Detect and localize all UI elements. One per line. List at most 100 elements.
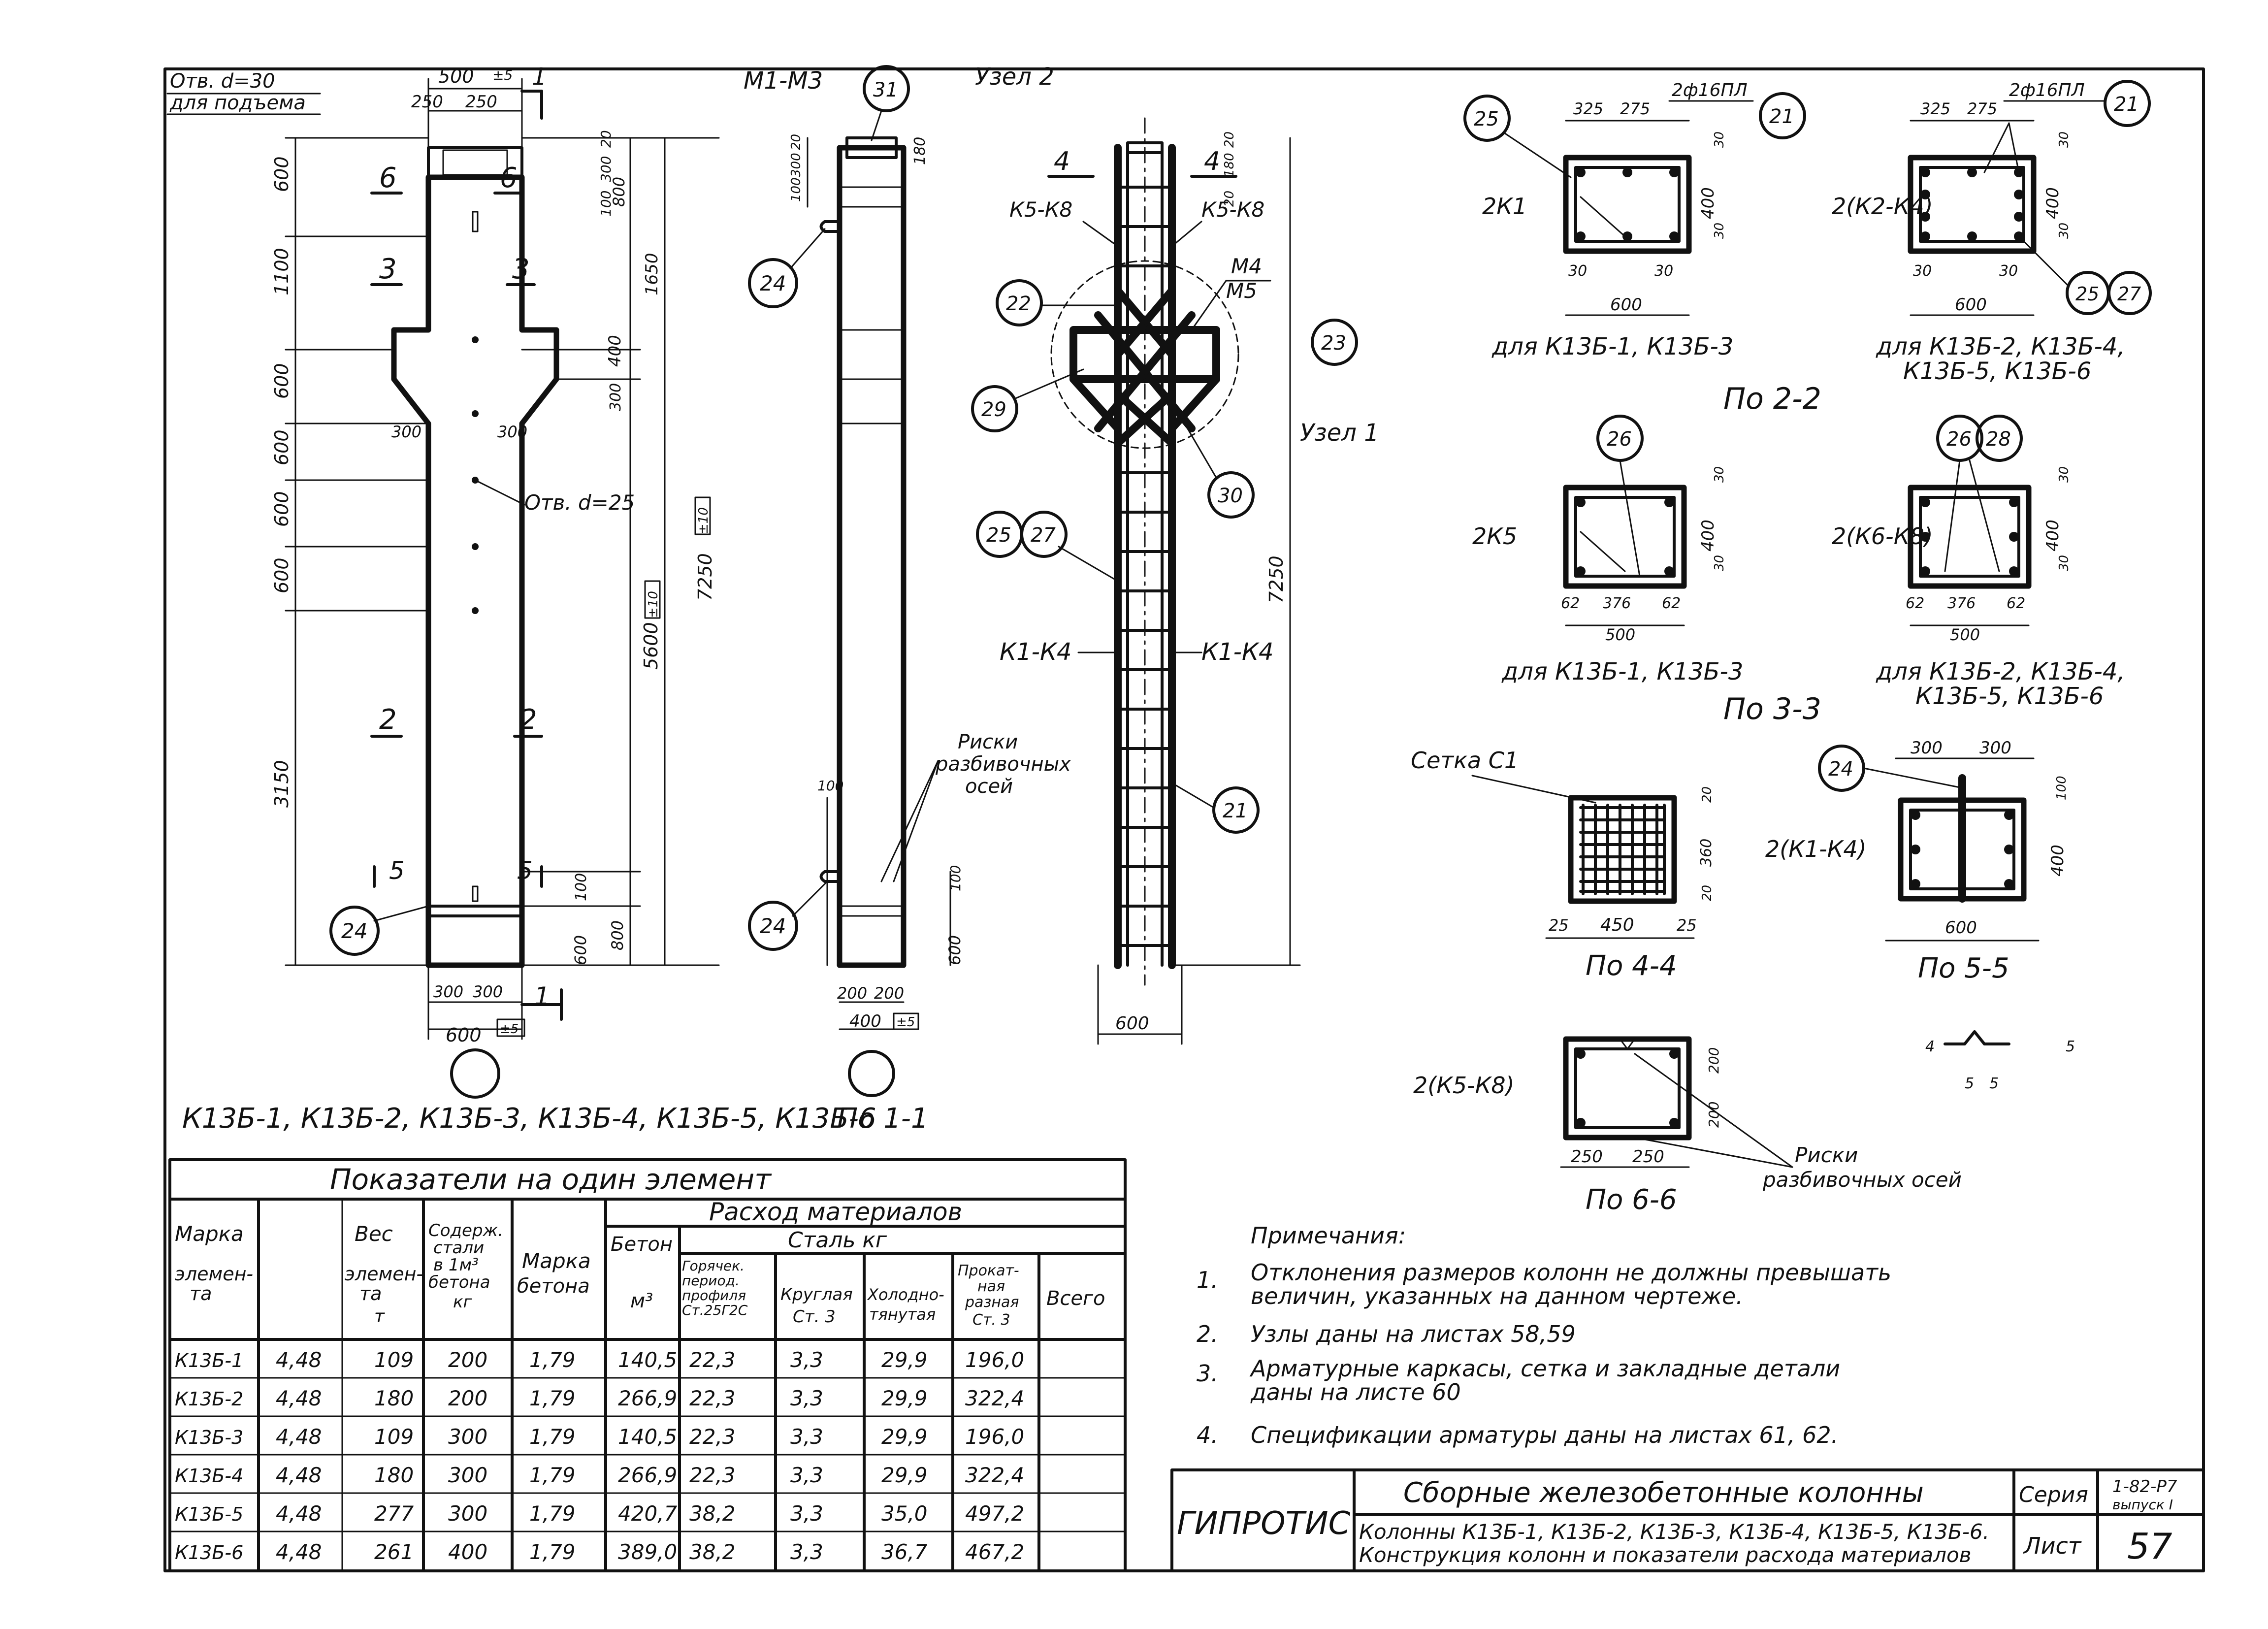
table-cell: 140,5 [618,1348,677,1372]
s22l-dim-400: 400 [1698,187,1718,219]
s33l-dim-30a: 30 [1712,466,1727,483]
s44-mesh [1579,804,1666,895]
dim-side-300: 300 [789,153,804,177]
balloon-24-side-bottom [748,901,798,951]
dim-right-400: 400 [605,335,625,367]
s66-detail-5a: 5 [2066,1038,2075,1055]
dim-side-tol: ±5 [896,1015,915,1030]
sheet-number: 57 [2127,1526,2172,1567]
s22r-rebar: 2ф16ПЛ [2009,80,2085,100]
s33l-dim-62b: 62 [1662,595,1681,612]
dim-left-600c: 600 [271,429,292,465]
table-cell: 38,2 [689,1540,736,1564]
balloon-29 [971,385,1018,432]
s22r-dim-275: 275 [1967,99,1997,118]
s66-detail-5b: 5 [1965,1075,1974,1092]
note-2-num: 2. [1197,1321,1218,1347]
dim-bottom-300a: 300 [433,982,463,1001]
hdr-steel-4: бетона [428,1272,490,1292]
table-cell: 467,2 [965,1540,1024,1564]
hole-mid-note: Отв. d=25 [524,490,635,515]
s22l-outline [1563,155,1692,254]
section-3-left: 3 [379,253,397,285]
s44-outline [1568,795,1677,904]
elevation-view: 600 1100 600 600 600 600 3150 500 ±5 250… [182,63,876,1135]
dim-right-300: 300 [598,156,614,182]
s66-dim-250b: 250 [1632,1147,1664,1167]
balloon-29-text: 29 [981,398,1006,421]
s66-dim-250a: 250 [1571,1147,1603,1167]
side-view: 31 24 24 20 300 100 180 200 200 400 ±5 1… [748,65,1071,1135]
s33r-caption-2: К13Б-5, К13Б-6 [1915,683,2104,710]
dim-top-tol: ±5 [492,67,513,83]
desc-line1: Колонны К13Б-1, К13Б-2, К13Б-3, К13Б-4, … [1359,1520,1989,1544]
s22l-dim-600: 600 [1610,295,1642,315]
table-cell: 4,48 [276,1386,322,1410]
side-column [837,145,907,968]
table-cell: 29,9 [881,1425,928,1449]
dim-side-200a: 200 [837,984,867,1003]
s22r-dim-30a: 30 [2057,131,2072,148]
s66-note-1: Риски [1795,1143,1858,1167]
s22l-dim-30a: 30 [1712,131,1727,148]
table-cell: 109 [374,1348,414,1372]
s22l-dim-30c: 30 [1568,262,1587,280]
hdr-cold-1: Холодно- [867,1285,944,1304]
s33-balloon-26b-text: 26 [1946,428,1972,451]
table-cell: 4,48 [276,1540,322,1564]
s66-title: По 6-6 [1586,1184,1677,1216]
dim-right-tol-2: ±10 [696,507,711,534]
table-cell: 300 [448,1425,487,1449]
hdr-cold-2: тянутая [869,1305,936,1324]
balloon-21-cage-text: 21 [1223,800,1248,822]
s33r-dim-62b: 62 [2007,595,2025,612]
table-cell: 497,2 [965,1501,1024,1526]
section-5-5: 24 300 300 2(К1-К4) 100 400 600 По 5-5 [1765,738,2069,984]
s66-label: 2(К5-К8) [1413,1072,1515,1099]
note-3-num: 3. [1197,1360,1218,1387]
table-cell: 4,48 [276,1425,322,1449]
s33r-dim-30a: 30 [2057,466,2072,483]
table-cell-mark: К13Б-1 [175,1350,243,1371]
hdr-weight-3: та [359,1283,382,1304]
table-cell: 22,3 [689,1348,736,1372]
s55-label: 2(К1-К4) [1765,836,1867,862]
balloon-24-side-bottom-text: 24 [760,914,786,938]
table-cell: 22,3 [689,1425,736,1449]
hdr-round-2: Ст. 3 [793,1307,836,1327]
dim-bottom-600: 600 [446,1024,482,1046]
hdr-steel-1: Содерж. [428,1221,503,1240]
notes: Примечания: 1. Отклонения размеров колон… [1197,1222,1891,1448]
table-cell: 200 [448,1386,487,1410]
table-cell: 3,3 [790,1348,823,1372]
cage-label-k1k4-right: К1-К4 [1201,638,1274,666]
note-1-line2: величин, указанных на данном чертеже. [1251,1283,1743,1309]
cage-dim-7250: 7250 [1265,555,1287,603]
hdr-steel-3: в 1м³ [433,1255,479,1275]
axis-circle [450,1048,500,1099]
table-cell: 180 [374,1463,414,1487]
section-1-bottom: 1 [534,982,550,1010]
s22-balloon-21b-text: 21 [2114,93,2139,116]
hdr-weight-4: т [374,1306,385,1327]
table-cell-mark: К13Б-5 [175,1503,243,1525]
balloon-31 [863,65,910,112]
table-cell: 22,3 [689,1463,736,1487]
s22r-dim-325: 325 [1920,99,1950,118]
s33r-dim-376: 376 [1947,595,1976,612]
s55-title: По 5-5 [1918,952,2009,984]
balloon-24-elev [329,906,380,956]
s44-label: Сетка С1 [1411,747,1519,774]
s22r-dim-400: 400 [2043,187,2063,219]
hdr-mark-1: Марка [175,1222,244,1246]
dim-right-800: 800 [610,177,628,207]
s66-note-2: разбивочных осей [1762,1168,1962,1192]
dim-side-400: 400 [849,1011,881,1031]
note-2-line1: Узлы даны на листах 58,59 [1251,1321,1576,1347]
table-cell: 322,4 [965,1386,1024,1410]
table-title: Показатели на один элемент [330,1163,772,1196]
table-cell: 29,9 [881,1386,928,1410]
section-6-left: 6 [379,162,397,194]
s33r-caption-1: для К13Б-2, К13Б-4, [1876,658,2125,685]
dim-left-1100: 1100 [271,248,292,295]
